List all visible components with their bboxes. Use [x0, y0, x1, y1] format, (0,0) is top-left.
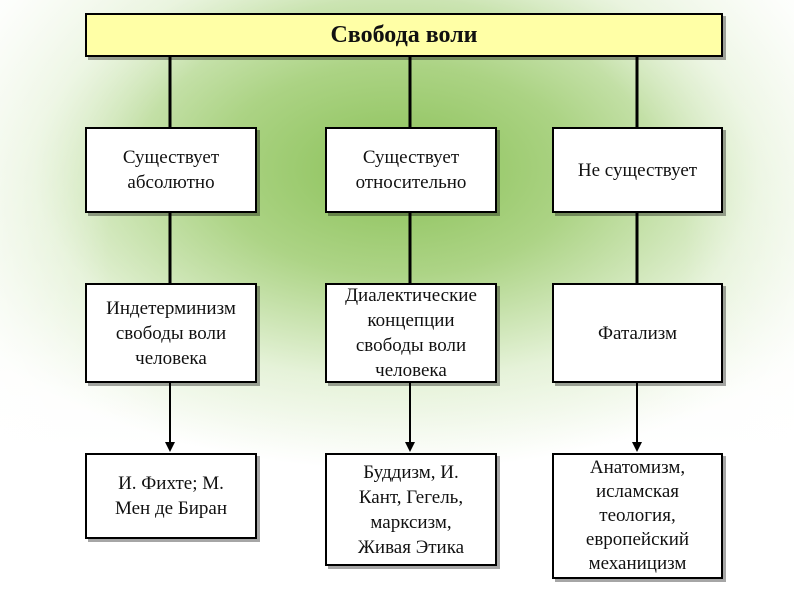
existence-label: Существует абсолютно: [122, 147, 220, 193]
proponents-box-col2: Буддизм, И. Кант, Гегель, марксизм, Жива…: [325, 453, 497, 566]
concept-label: Диалектические концепции свободы воли че…: [345, 285, 477, 381]
existence-label: Не существует: [577, 159, 698, 181]
concept-box-col1: Индетерминизм свободы воли человека: [85, 283, 257, 383]
concept-box-col2: Диалектические концепции свободы воли че…: [325, 283, 497, 383]
proponents-label: Буддизм, И. Кант, Гегель, марксизм, Жива…: [357, 461, 465, 558]
concept-label: Фатализм: [598, 322, 677, 344]
proponents-box-col3: Анатомизм, исламская теология, европейск…: [552, 453, 723, 579]
proponents-box-col1: И. Фихте; М. Мен де Биран: [85, 453, 257, 539]
proponents-label: И. Фихте; М. Мен де Биран: [114, 473, 228, 519]
existence-label: Существует относительно: [355, 147, 467, 193]
concept-label: Индетерминизм свободы воли человека: [106, 297, 236, 369]
concept-box-col3: Фатализм: [552, 283, 723, 383]
title-box: Свобода воли: [85, 13, 723, 57]
existence-box-col1: Существует абсолютно: [85, 127, 257, 213]
existence-box-col2: Существует относительно: [325, 127, 497, 213]
diagram-title: Свобода воли: [330, 21, 478, 48]
existence-box-col3: Не существует: [552, 127, 723, 213]
proponents-label: Анатомизм, исламская теология, европейск…: [585, 457, 690, 574]
